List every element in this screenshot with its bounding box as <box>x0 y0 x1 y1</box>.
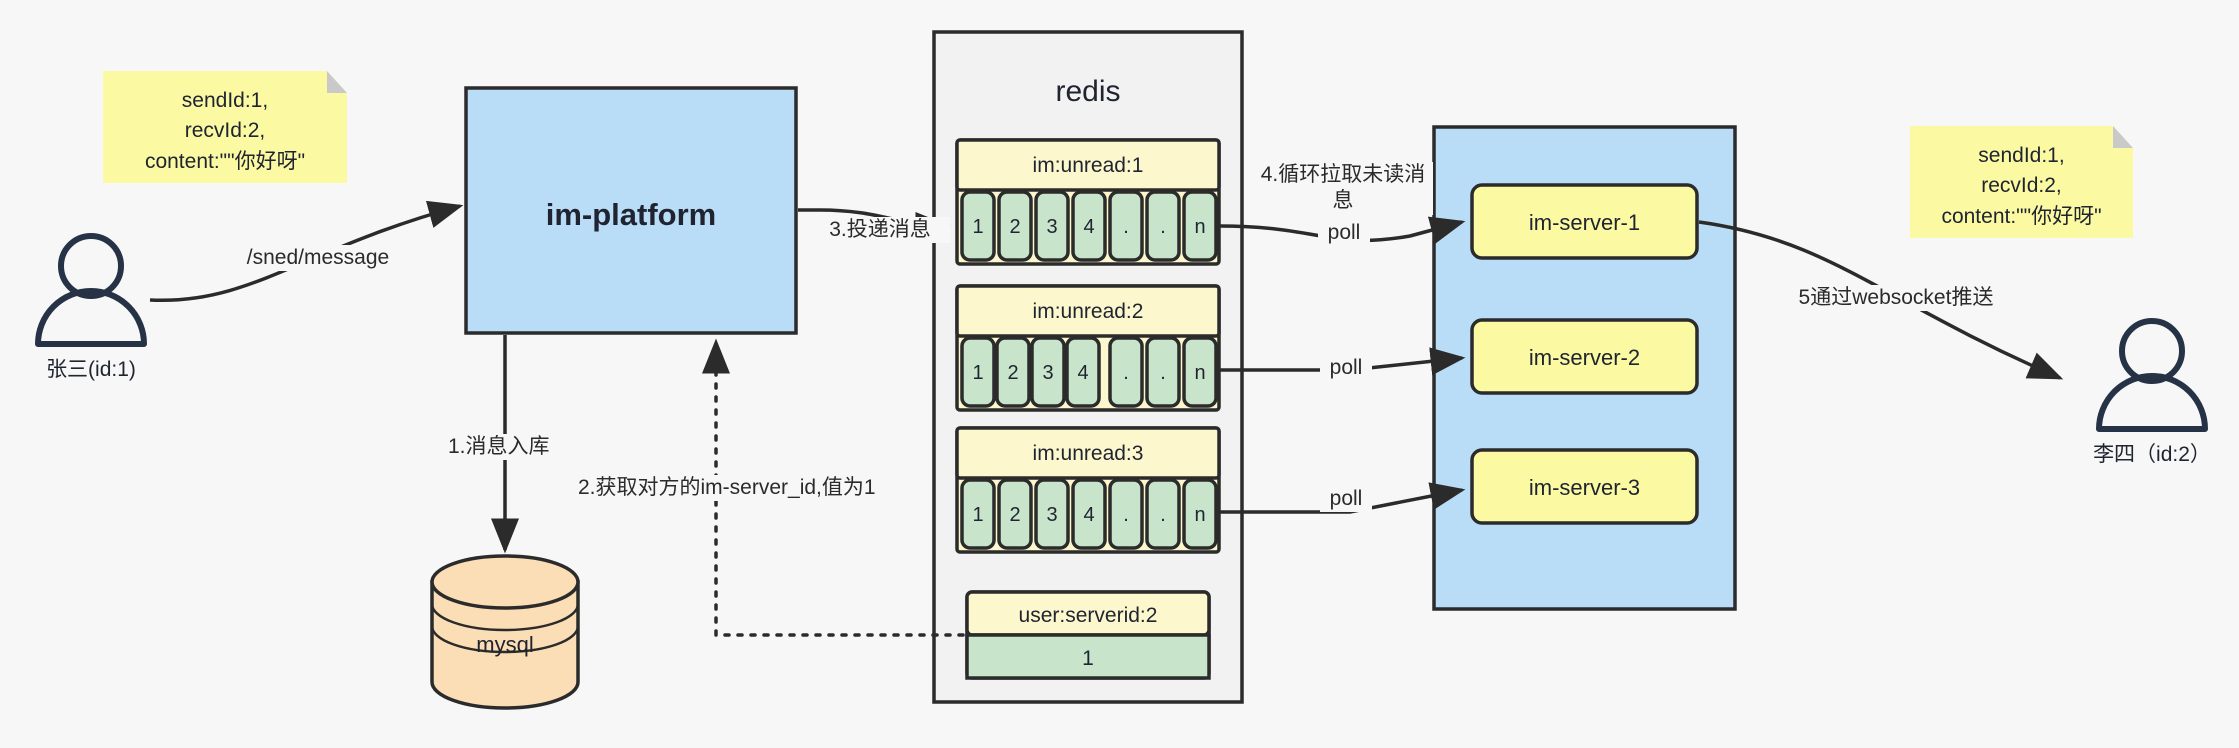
user-icon-sender <box>35 233 147 347</box>
redis-list-3-cell-6: n <box>1194 504 1206 526</box>
redis-list-3-cell-3: 4 <box>1083 504 1095 526</box>
redis-list-2-cell-3: 4 <box>1077 362 1089 384</box>
redis-list-1-cell-6: n <box>1194 216 1206 238</box>
im-server-1-box[interactable] <box>1470 183 1699 260</box>
redis-list-3-cell-1: 2 <box>1009 504 1021 526</box>
redis-list-2-cell-0: 1 <box>972 362 984 384</box>
redis-list-3-cell-4: . <box>1123 504 1129 526</box>
redis-list-2-cell-1: 2 <box>1007 362 1019 384</box>
edge-redis-to-platform-dotted <box>702 338 965 637</box>
redis-list-1-cell-3: 4 <box>1083 216 1095 238</box>
redis-serverid-key: user:serverid:2 <box>1018 604 1158 627</box>
redis-list-3-cell-0: 1 <box>972 504 984 526</box>
edge-server1-to-receiver <box>1698 220 2064 380</box>
redis-list-2-key: im:unread:2 <box>1032 300 1144 323</box>
edge-label-step5: 5通过websocket推送 <box>1786 285 2006 312</box>
redis-list-3-key: im:unread:3 <box>1032 442 1144 465</box>
edge-label-poll-2: poll <box>1320 355 1372 382</box>
edge-label-step2: 2.获取对方的im-server_id,值为1 <box>578 475 878 502</box>
redis-list-1-cell-1: 2 <box>1009 216 1021 238</box>
user-icon-receiver <box>2096 318 2208 432</box>
edge-label-step1: 1.消息入库 <box>448 434 574 461</box>
redis-list-3[interactable] <box>955 426 1221 554</box>
sticky-note-right <box>1910 126 2133 238</box>
redis-serverid-value: 1 <box>1082 647 1094 670</box>
im-server-3-label: im-server-3 <box>1528 475 1641 500</box>
redis-list-3-cell-5: . <box>1160 504 1166 526</box>
redis-list-2-cell-6: n <box>1194 362 1206 384</box>
redis-list-1-cell-4: . <box>1123 216 1129 238</box>
sticky-note-left <box>103 71 347 183</box>
redis-list-3-cell-2: 3 <box>1046 504 1058 526</box>
mysql-label: mysql <box>476 632 534 657</box>
im-server-3-box[interactable] <box>1470 448 1699 525</box>
redis-list-2-cell-2: 3 <box>1042 362 1054 384</box>
im-server-2-box[interactable] <box>1470 318 1699 395</box>
redis-title: redis <box>1055 75 1121 108</box>
redis-list-1-cell-0: 1 <box>972 216 984 238</box>
edge-sender-to-platform <box>149 200 464 303</box>
sticky-note-left-text: sendId:1, recvId:2, content:""你好呀" <box>144 89 306 173</box>
redis-list-2-cell-4: . <box>1123 362 1129 384</box>
edge-label-step3: 3.投递消息 <box>810 217 950 244</box>
edge-label-step4: 4.循环拉取未读消 息 <box>1253 162 1433 215</box>
im-server-1-label: im-server-1 <box>1528 210 1641 235</box>
redis-list-1[interactable] <box>955 138 1221 266</box>
mysql-cylinder[interactable] <box>430 554 580 710</box>
redis-list-2-cell-5: . <box>1160 362 1166 384</box>
redis-list-1-cell-5: . <box>1160 216 1166 238</box>
redis-list-1-key: im:unread:1 <box>1032 154 1144 177</box>
sticky-note-right-text: sendId:1, recvId:2, content:""你好呀" <box>1941 144 2102 228</box>
actor-receiver-label: 李四（id:2） <box>2093 443 2211 466</box>
edge-label-send-message: /sned/message <box>228 245 408 272</box>
edge-label-poll-3: poll <box>1320 486 1372 513</box>
actor-sender-label: 张三(id:1) <box>46 358 136 381</box>
redis-list-1-cell-2: 3 <box>1046 216 1058 238</box>
im-platform-label: im-platform <box>545 197 717 232</box>
im-platform-box[interactable] <box>464 86 798 335</box>
redis-list-2[interactable] <box>955 284 1221 412</box>
redis-serverid-entry[interactable] <box>965 590 1211 680</box>
edge-label-poll-1: poll <box>1318 220 1370 247</box>
im-server-2-label: im-server-2 <box>1528 345 1641 370</box>
